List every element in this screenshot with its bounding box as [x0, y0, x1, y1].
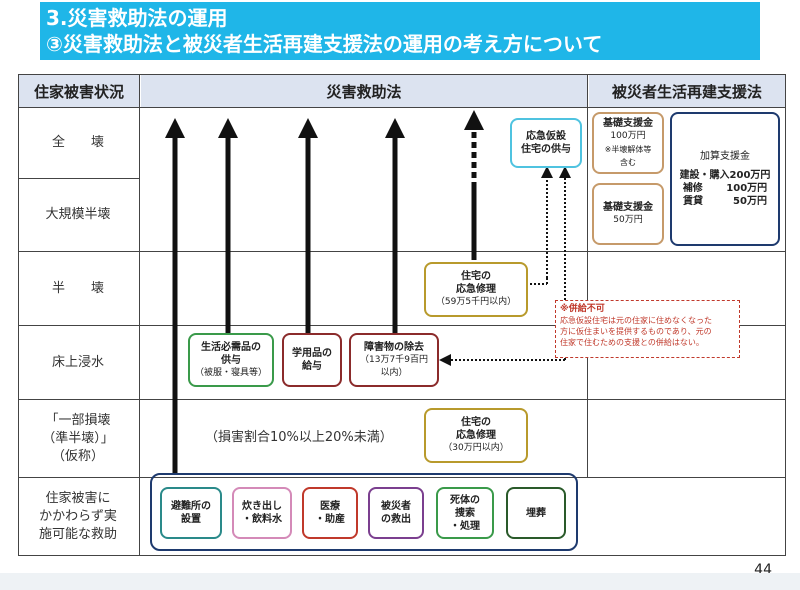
ratio-text: （損害割合10%以上20%未満） [205, 430, 393, 445]
box-takidashi-l1: 炊き出し [242, 501, 282, 512]
row-label-kakawarazu-l2: かかわらず実 [39, 509, 117, 524]
box-kyushutsu-l1: 被災者 [381, 501, 411, 512]
box-kyushutsu: 被災者 の救出 [368, 487, 424, 539]
box-gakuyo: 学用品の 給与 [282, 333, 342, 387]
box-shitai-l1: 死体の [450, 494, 480, 506]
hline-1 [18, 178, 140, 179]
box-kasetsu-l1: 応急仮設 [526, 131, 566, 142]
box-seikatsu-l2: 供与 [221, 354, 241, 366]
box-shuri2: 住宅の 応急修理 （30万円以内） [424, 408, 528, 463]
box-kasan-l3: 賃貸 50万円 [683, 196, 767, 207]
bottom-container [150, 473, 578, 551]
title-line2: ③災害救助法と被災者生活再建支援法の運用の考え方について [46, 32, 603, 56]
row-label-zenkai: 全 壊 [51, 135, 104, 150]
box-kiso2-amount: 50万円 [613, 215, 643, 225]
hline-4 [18, 399, 786, 400]
row-label-kakawarazu-l1: 住家被害に [45, 491, 111, 506]
row-label-ichibu-l3: （仮称） [51, 448, 104, 464]
box-iryo-l2: ・助産 [315, 514, 345, 525]
row-label-ichibu-l1: 「一部損壊 [45, 412, 111, 428]
box-iryo-l1: 医療 [320, 501, 340, 512]
box-kiso1-amount: 100万円 [610, 131, 646, 141]
box-shitai: 死体の 捜索 ・処理 [436, 487, 494, 539]
box-kiso1: 基礎支援金 100万円 ※半壊解体等 含む [592, 112, 664, 174]
vline-1 [139, 74, 140, 556]
box-gakuyo-l1: 学用品の [292, 348, 332, 359]
note-heikyu-fuka: ※併給不可 応急仮設住宅は元の住家に住めなくなった 方に仮住まいを提供するもので… [555, 300, 740, 358]
box-shuri1-l2: 応急修理 [456, 284, 496, 295]
row-label-shinsui: 床上浸水 [51, 354, 104, 370]
box-shogai-sub-l1: （13万7千9百円 [360, 354, 428, 365]
note-title: ※併給不可 [560, 304, 605, 314]
vline-2 [587, 74, 588, 478]
box-kyushutsu-l2: の救出 [381, 514, 411, 525]
row-label-daikibo: 大規模半壊 [45, 207, 111, 222]
box-kasan: 加算支援金 建設・購入200万円 補修 100万円 賃貸 50万円 [670, 112, 780, 246]
box-seikatsu-l1: 生活必需品の [201, 341, 261, 353]
box-maiso: 埋葬 [506, 487, 566, 539]
box-gakuyo-l2: 給与 [302, 361, 322, 372]
box-kiso2: 基礎支援金 50万円 [592, 183, 664, 245]
title-line1: 3.災害救助法の運用 [46, 6, 228, 30]
header-col3: 被災者生活再建支援法 [589, 75, 785, 108]
box-kiso2-title: 基礎支援金 [603, 202, 653, 213]
box-shitai-l2: 捜索 [455, 507, 475, 519]
header-col2: 災害救助法 [141, 75, 587, 108]
row-label-kakawarazu-l3: 施可能な救助 [38, 527, 117, 542]
title-banner: 3.災害救助法の運用 ③災害救助法と被災者生活再建支援法の運用の考え方について [40, 2, 760, 60]
box-kasetsu-l2: 住宅の供与 [521, 144, 571, 155]
bottom-bar [0, 573, 800, 590]
box-shuri2-l1: 住宅の [461, 417, 491, 428]
box-kiso1-title: 基礎支援金 [603, 118, 653, 129]
box-shuri2-l2: 応急修理 [456, 430, 496, 441]
box-maiso-label: 埋葬 [526, 507, 546, 519]
box-kiso1-note-l1: ※半壊解体等 [604, 145, 652, 154]
box-kasan-l1: 建設・購入200万円 [679, 170, 771, 181]
box-kasan-l2: 補修 100万円 [682, 183, 768, 194]
box-shogai-sub-l2: 以内） [380, 367, 408, 378]
note-body-l2: 方に仮住まいを提供するものであり、元の [560, 327, 712, 336]
row-label-kakawarazu: 住家被害に かかわらず実 施可能な救助 [18, 478, 138, 556]
box-takidashi: 炊き出し ・飲料水 [232, 487, 292, 539]
box-takidashi-l2: ・飲料水 [242, 514, 282, 525]
hline-5 [18, 477, 786, 478]
box-hinan-l1: 避難所の [171, 501, 211, 512]
box-shuri2-sub: （30万円以内） [443, 443, 509, 453]
box-shogai-title: 障害物の除去 [364, 341, 424, 353]
table-frame [18, 74, 786, 556]
box-shogai: 障害物の除去 （13万7千9百円 以内） [349, 333, 439, 387]
box-seikatsu: 生活必需品の 供与 （被服・寝具等） [188, 333, 274, 387]
box-shuri1-sub: （59万5千円以内） [435, 297, 517, 307]
box-shitai-l3: ・処理 [450, 520, 480, 532]
note-body-l1: 応急仮設住宅は元の住家に住めなくなった [560, 316, 712, 325]
row-label-ichibu: 「一部損壊 （準半壊）」 （仮称） [18, 400, 138, 477]
row-label-hankai: 半 壊 [51, 280, 104, 296]
box-iryo: 医療 ・助産 [302, 487, 358, 539]
box-kasetsu: 応急仮設 住宅の供与 [510, 118, 582, 168]
note-body-l3: 住家で住むための支援との併給はない。 [560, 338, 704, 347]
hline-header [18, 107, 786, 108]
box-shuri1-l1: 住宅の [461, 271, 491, 282]
hline-2 [18, 251, 786, 252]
box-shuri1: 住宅の 応急修理 （59万5千円以内） [424, 262, 528, 317]
box-hinan-l2: 設置 [181, 514, 201, 525]
box-kasan-title: 加算支援金 [700, 151, 750, 162]
box-seikatsu-sub: （被服・寝具等） [194, 367, 267, 378]
row-label-ichibu-l2: （準半壊）」 [42, 430, 114, 446]
header-col1: 住家被害状況 [19, 75, 139, 108]
hline-3 [18, 325, 786, 326]
box-kiso1-note-l2: 含む [620, 158, 636, 167]
box-hinan: 避難所の 設置 [160, 487, 222, 539]
